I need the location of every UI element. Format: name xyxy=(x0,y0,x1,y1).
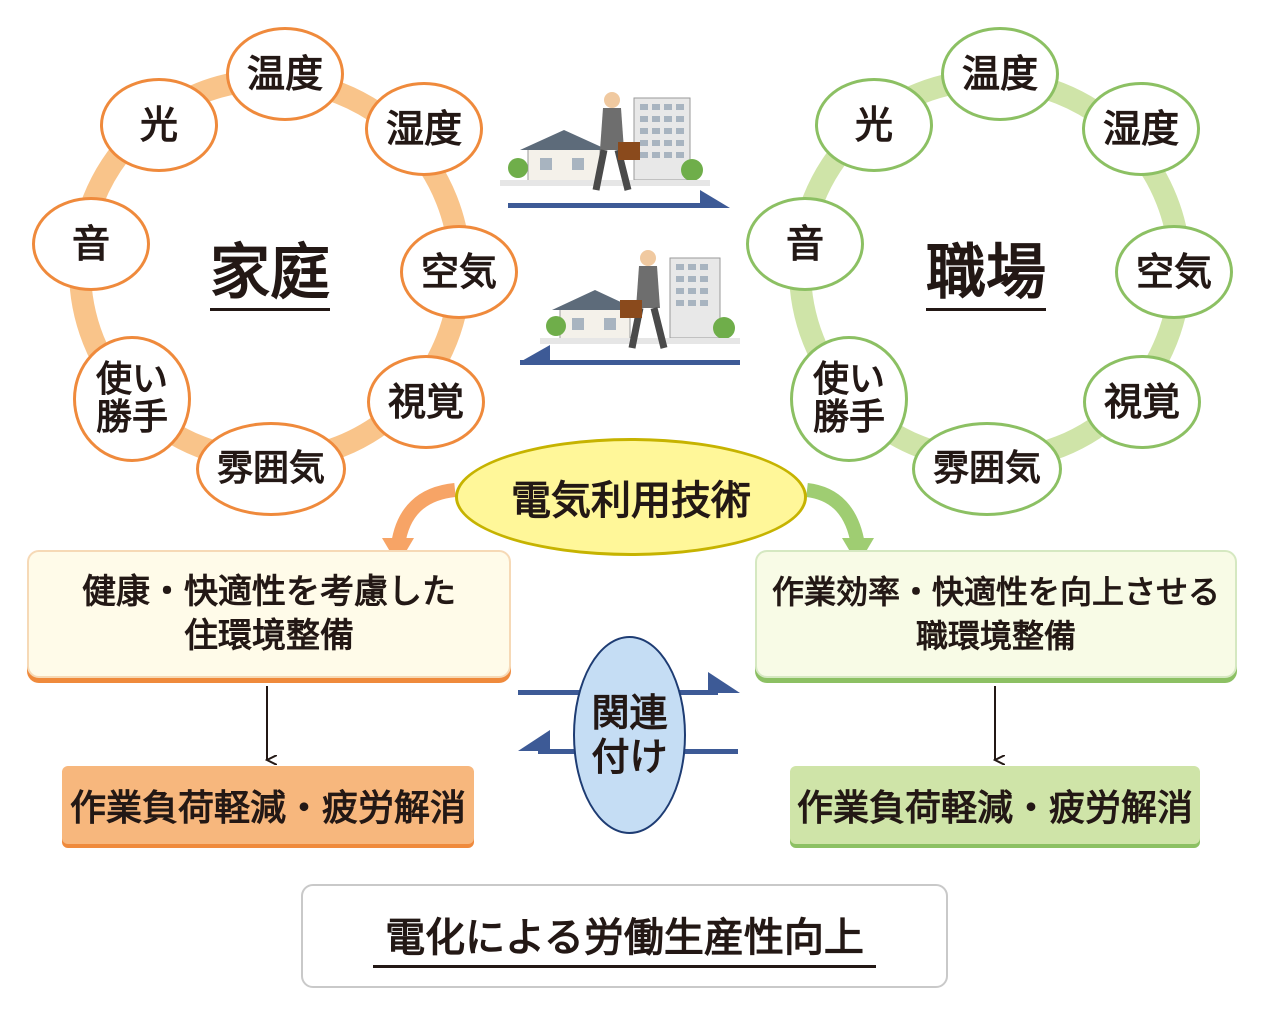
commute-illustration-morning xyxy=(500,92,710,191)
work-bubble-air: 空気 xyxy=(1115,225,1233,319)
home-hub-title: 家庭 xyxy=(210,240,330,311)
center-arrow-right xyxy=(805,483,865,547)
center-technology-label: 電気利用技術 xyxy=(511,478,751,524)
work-bubble-light: 光 xyxy=(815,78,933,172)
work-environment-box: 作業効率・快適性を向上させる 職環境整備 xyxy=(755,550,1237,678)
link-arrow-left xyxy=(518,730,550,751)
commute-illustration-evening xyxy=(540,250,740,349)
home-bubble-sound: 音 xyxy=(32,197,150,291)
work-environment-line1: 作業効率・快適性を向上させる xyxy=(771,573,1220,611)
home-bubble-light: 光 xyxy=(100,78,218,172)
walking-businessman-illustration xyxy=(592,92,640,191)
work-bubble-visual: 視覚 xyxy=(1083,355,1201,449)
work-environment-line2: 職環境整備 xyxy=(915,617,1076,655)
home-result-box: 作業負荷軽減・疲労解消 xyxy=(62,766,474,844)
commute-arrow-to-home xyxy=(520,345,550,362)
home-environment-line1: 健康・快適性を考慮した xyxy=(82,572,456,612)
home-bubble-usability: 使い 勝手 xyxy=(73,336,191,462)
office-building-illustration xyxy=(633,97,691,181)
center-arrow-left xyxy=(391,483,456,547)
home-bubble-air: 空気 xyxy=(400,225,518,319)
home-bubble-atmosphere: 雰囲気 xyxy=(196,422,346,516)
home-environment-line2: 住環境整備 xyxy=(184,616,354,656)
center-technology-oval: 電気利用技術 xyxy=(455,438,807,556)
work-bubble-atmosphere: 雰囲気 xyxy=(912,422,1062,516)
link-arrow-right xyxy=(708,672,740,693)
work-bubble-sound: 音 xyxy=(746,197,864,291)
work-bubble-temperature: 温度 xyxy=(941,27,1059,121)
home-bubble-visual: 視覚 xyxy=(367,355,485,449)
work-hub-title: 職場 xyxy=(926,240,1046,311)
home-bubble-temperature: 温度 xyxy=(226,27,344,121)
house-illustration xyxy=(527,147,601,183)
work-bubble-usability: 使い 勝手 xyxy=(790,336,908,462)
conclusion-box: 電化による労働生産性向上 xyxy=(301,884,948,988)
home-bubble-humidity: 湿度 xyxy=(365,82,483,176)
conclusion-label: 電化による労働生産性向上 xyxy=(373,905,876,968)
link-oval: 関連 付け xyxy=(573,636,686,834)
link-label: 関連 付け xyxy=(591,691,668,779)
work-result-box: 作業負荷軽減・疲労解消 xyxy=(790,766,1200,844)
work-bubble-humidity: 湿度 xyxy=(1082,82,1200,176)
home-environment-box: 健康・快適性を考慮した 住環境整備 xyxy=(27,550,511,678)
